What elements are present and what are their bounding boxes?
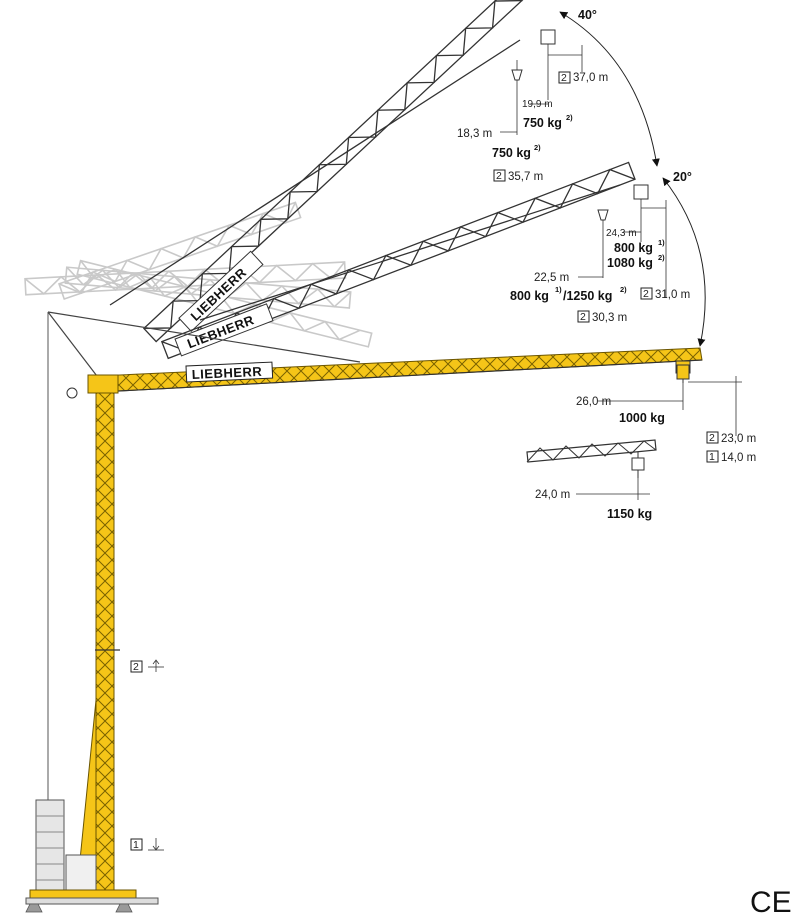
horizontal-labels: 26,0 m 1000 kg 2 23,0 m 1 14,0 m: [576, 396, 756, 464]
short-jib: [526, 439, 657, 478]
mark-tower-lower: 1: [133, 839, 139, 851]
crane-base: [25, 799, 159, 913]
boom40-radius-main: 18,3 m: [457, 128, 492, 140]
ce-mark: CE: [750, 886, 792, 916]
mark-boom40-tip: 2: [561, 72, 567, 84]
horizontal-height-a: 23,0 m: [721, 433, 756, 445]
short-load: 1150 kg: [607, 507, 652, 521]
angle-arcs: [559, 11, 706, 347]
mark-boom40-hook: 2: [496, 170, 502, 182]
boom20-load-hook-a-note: 1): [658, 238, 665, 247]
boom40-radius-hook: 19,9 m: [522, 99, 553, 110]
tie-rods: [47, 311, 361, 805]
horizontal-load: 1000 kg: [619, 411, 665, 425]
boom40-load-main: 750 kg: [492, 146, 531, 160]
horizontal-height-b: 14,0 m: [721, 452, 756, 464]
boom20-load-hook-b-note: 2): [658, 253, 665, 262]
boom-20-labels: 24,3 m 800 kg 1) 1080 kg 2) 22,5 m 800 k…: [510, 228, 690, 324]
boom20-load-main-a: 800 kg: [510, 289, 549, 303]
boom-20-degree: LIEBHERR: [160, 161, 636, 360]
crane-tower: [66, 374, 120, 896]
boom20-load-hook-a: 800 kg: [614, 241, 653, 255]
horizontal-jib: LIEBHERR: [97, 347, 703, 393]
boom40-load-main-note: 2): [534, 143, 541, 152]
boom20-load-main-b: /1250 kg: [563, 289, 612, 303]
mark-boom20-hook: 2: [580, 311, 586, 323]
jib-brand: LIEBHERR: [191, 364, 262, 382]
boom20-load-hook-b: 1080 kg: [607, 256, 653, 270]
mark-boom20-tip: 2: [643, 288, 649, 300]
boom40-height-tip: 37,0 m: [573, 72, 608, 84]
boom20-load-main-a-note: 1): [555, 285, 562, 294]
boom20-height-tip: 31,0 m: [655, 289, 690, 301]
mark-horizontal-a: 2: [709, 432, 715, 444]
boom-40-labels: 2 37,0 m 19,9 m 750 kg 2) 18,3 m 750 kg …: [457, 71, 608, 183]
horizontal-radius: 26,0 m: [576, 396, 611, 408]
short-radius: 24,0 m: [535, 489, 570, 501]
angle-40-label: 40°: [578, 8, 597, 22]
dimension-lines: [500, 29, 742, 500]
boom40-height-hook: 35,7 m: [508, 171, 543, 183]
angle-20-label: 20°: [673, 170, 692, 184]
short-jib-labels: 24,0 m 1150 kg: [535, 489, 652, 521]
boom20-load-main-b-note: 2): [620, 285, 627, 294]
tower-marks: 2 1: [130, 659, 164, 851]
boom20-height-hook: 30,3 m: [592, 312, 627, 324]
mark-horizontal-b: 1: [709, 451, 715, 463]
boom20-radius-main: 22,5 m: [534, 272, 569, 284]
boom40-load-hook-note: 2): [566, 113, 573, 122]
boom40-load-hook: 750 kg: [523, 116, 562, 130]
mark-tower-upper: 2: [133, 661, 139, 673]
boom20-radius-hook: 24,3 m: [606, 228, 637, 239]
